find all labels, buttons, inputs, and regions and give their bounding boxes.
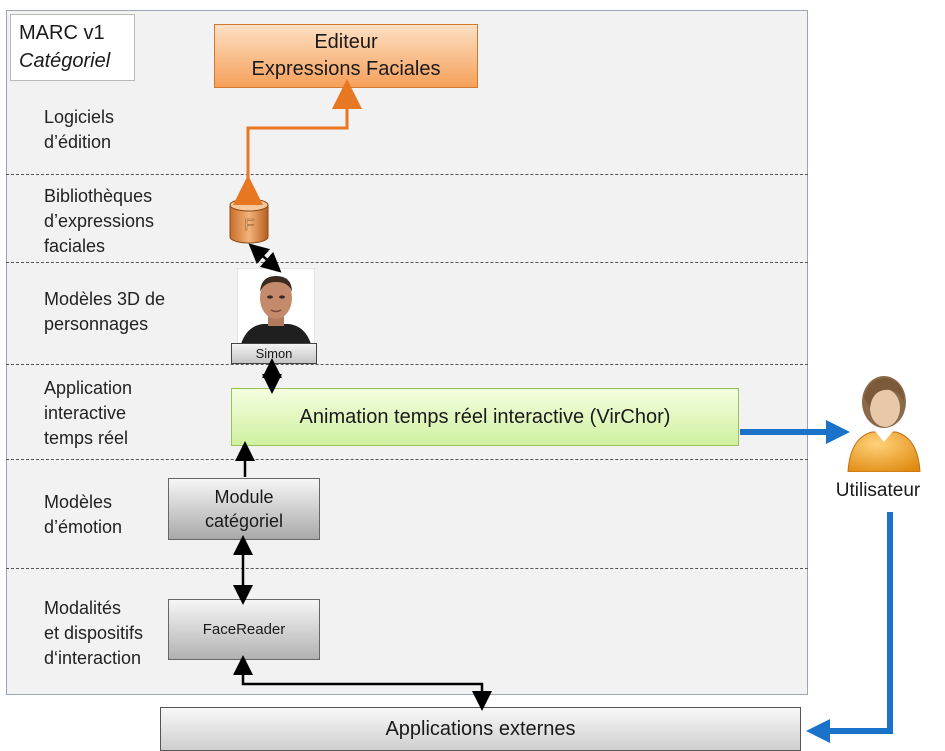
layer-label-3d-models: Modèles 3D de personnages bbox=[44, 287, 165, 337]
divider-5 bbox=[6, 568, 808, 569]
editor-box: Editeur Expressions Faciales bbox=[214, 24, 478, 88]
layer-label-line: d’expressions bbox=[44, 211, 155, 231]
divider-1 bbox=[6, 174, 808, 175]
layer-label-line: Application bbox=[44, 378, 133, 398]
animation-box: Animation temps réel interactive (VirCho… bbox=[231, 388, 739, 446]
layer-label-line: interactive bbox=[44, 403, 127, 423]
module-line1: Module bbox=[214, 487, 274, 507]
marc-architecture-panel bbox=[6, 10, 808, 695]
divider-3 bbox=[6, 364, 808, 365]
layer-label-application: Application interactive temps réel bbox=[44, 376, 132, 451]
divider-2 bbox=[6, 262, 808, 263]
layer-label-editing: Logiciels d’édition bbox=[44, 105, 114, 155]
db-avatar-arrow bbox=[248, 243, 282, 273]
avatar-image bbox=[237, 268, 315, 344]
title-main: MARC v1 bbox=[19, 22, 105, 44]
divider-4 bbox=[6, 459, 808, 460]
external-applications-box: Applications externes bbox=[160, 707, 801, 751]
layer-label-line: temps réel bbox=[44, 428, 129, 448]
layer-label-emotion-models: Modèles d’émotion bbox=[44, 490, 122, 540]
user-label: Utilisateur bbox=[835, 480, 921, 501]
layer-label-libraries: Bibliothèques d’expressions faciales bbox=[44, 184, 154, 259]
facereader-external-arrow bbox=[233, 655, 492, 711]
user-icon bbox=[847, 376, 921, 472]
layer-label-line: Modalités bbox=[44, 598, 122, 618]
layer-label-line: d’édition bbox=[44, 132, 112, 152]
layer-label-line: Modèles 3D de bbox=[44, 289, 166, 309]
facereader-box: FaceReader bbox=[168, 599, 320, 660]
layer-label-line: d’émotion bbox=[44, 517, 123, 537]
layer-label-line: d‘interaction bbox=[44, 648, 142, 668]
layer-label-line: Modèles bbox=[44, 492, 113, 512]
layer-label-line: et dispositifs bbox=[44, 623, 144, 643]
layer-label-modalities: Modalités et dispositifs d‘interaction bbox=[44, 596, 143, 671]
module-categoriel-box: Module catégoriel bbox=[168, 478, 320, 540]
user-external-arrow bbox=[806, 512, 893, 743]
module-line2: catégoriel bbox=[204, 511, 284, 531]
layer-label-line: faciales bbox=[44, 236, 106, 256]
editor-line1: Editeur bbox=[314, 31, 378, 53]
db-letter: F bbox=[244, 217, 254, 234]
editor-line2: Expressions Faciales bbox=[251, 58, 441, 80]
orange-arrow bbox=[233, 79, 362, 205]
layer-label-line: personnages bbox=[44, 314, 149, 334]
title-sub: Catégoriel bbox=[19, 50, 111, 72]
layer-label-line: Logiciels bbox=[44, 107, 115, 127]
title-box: MARC v1 Catégoriel bbox=[10, 14, 135, 81]
layer-label-line: Bibliothèques bbox=[44, 186, 153, 206]
